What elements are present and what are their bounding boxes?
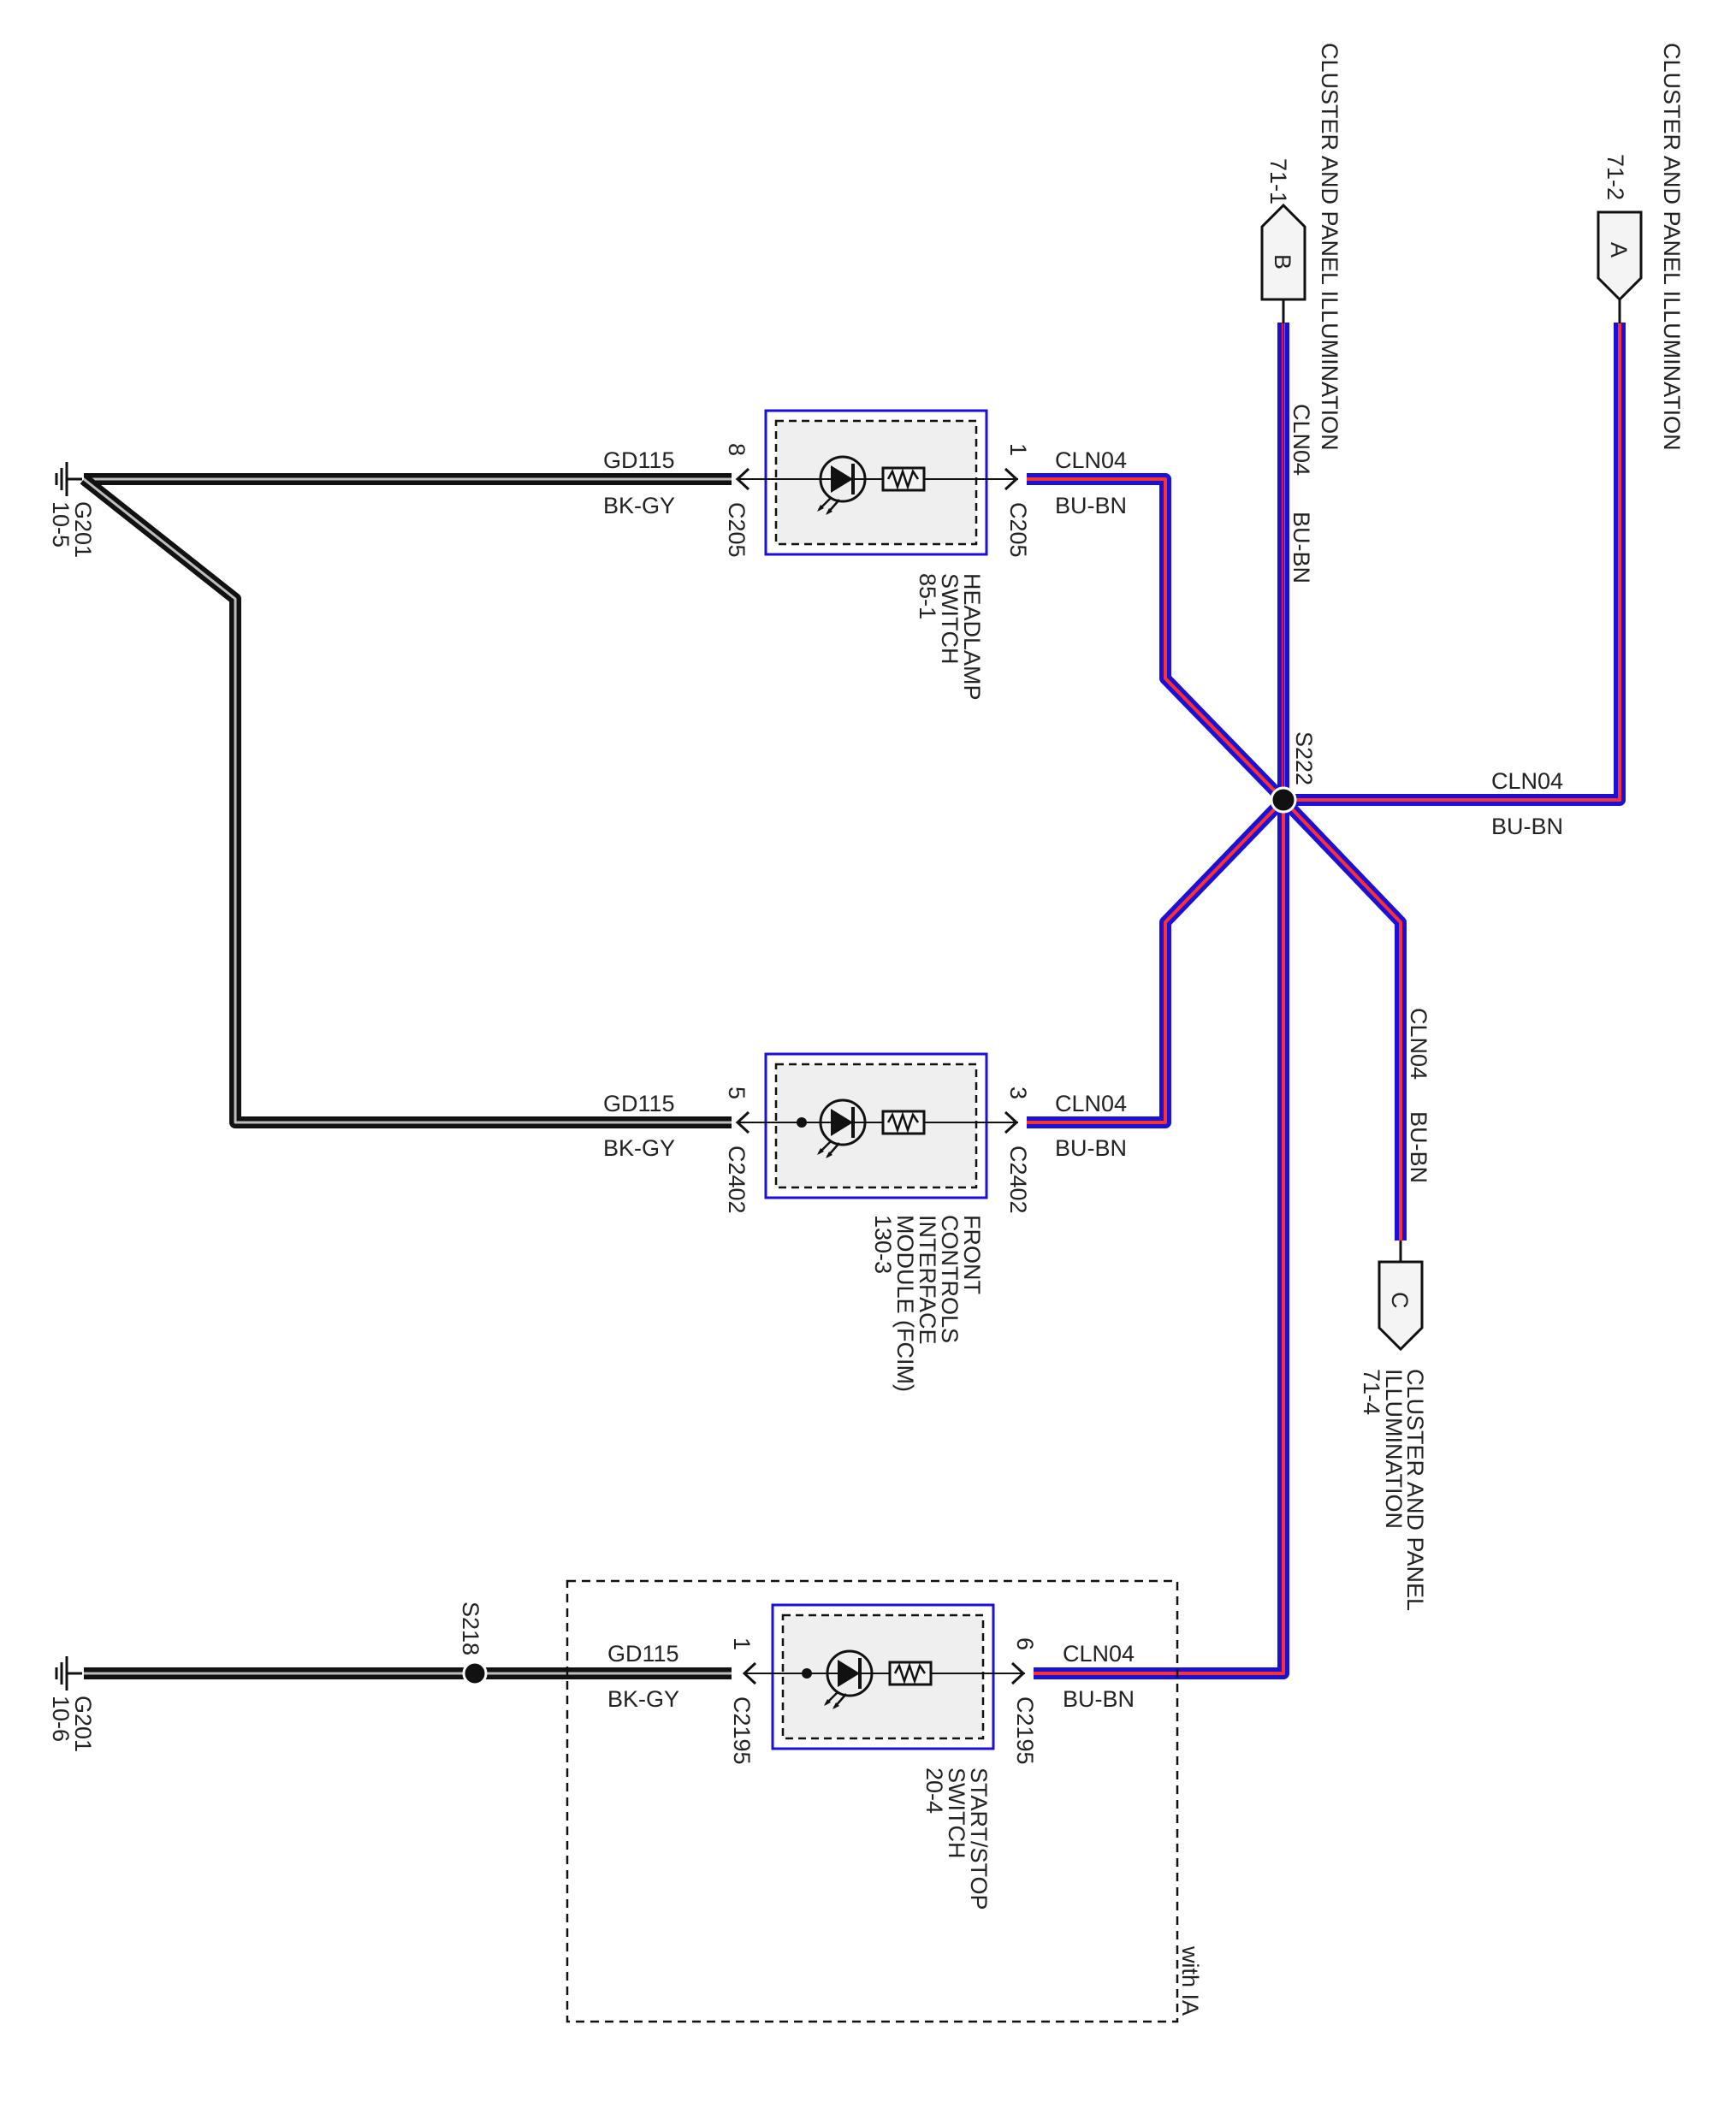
wire-color-label: BK-GY bbox=[603, 493, 675, 518]
component-name: START/STOP bbox=[966, 1767, 992, 1910]
component-ref: 130-3 bbox=[870, 1215, 896, 1274]
connector-c-dest-line1: CLUSTER AND PANEL bbox=[1402, 1369, 1428, 1611]
wire-color-label: BK-GY bbox=[607, 1686, 679, 1712]
option-box bbox=[566, 1579, 1179, 2023]
wire-color-label: BU-BN bbox=[1063, 1686, 1135, 1712]
connector-id: C2402 bbox=[1005, 1146, 1031, 1214]
pin-number: 1 bbox=[729, 1637, 755, 1650]
wire-circuit-label: CLN04 bbox=[1055, 447, 1127, 473]
component-ref: 85-1 bbox=[915, 573, 940, 619]
wire-circuit-label: CLN04 bbox=[1063, 1641, 1135, 1667]
ground-g2-name: G201 bbox=[70, 1696, 96, 1752]
ground-g1-ref: 10-5 bbox=[48, 501, 74, 548]
component-name: HEADLAMP bbox=[959, 573, 985, 701]
start-stop-switch bbox=[742, 1603, 1026, 1750]
connector-a-icon bbox=[1597, 210, 1643, 323]
connector-a-letter: A bbox=[1606, 242, 1632, 258]
connector-a-ref: 71-2 bbox=[1603, 154, 1628, 200]
pin-number: 1 bbox=[1005, 443, 1031, 456]
splice-s222-label: S222 bbox=[1291, 731, 1317, 785]
connector-c-ref: 71-4 bbox=[1359, 1369, 1384, 1415]
ground-icon bbox=[55, 462, 82, 496]
component-ref: 20-4 bbox=[921, 1767, 947, 1814]
wire-circuit-label: CLN04 bbox=[1406, 1008, 1431, 1080]
wire-color-label: BK-GY bbox=[603, 1135, 675, 1161]
component-name: SWITCH bbox=[944, 1767, 969, 1858]
connector-c-dest-line2: ILLUMINATION bbox=[1381, 1369, 1407, 1529]
wire-circuit-label: GD115 bbox=[603, 447, 675, 473]
pin-number: 6 bbox=[1012, 1637, 1038, 1650]
ground-g2-ref: 10-6 bbox=[48, 1696, 74, 1742]
connector-b-ref: 71-1 bbox=[1265, 158, 1291, 204]
resistor-icon bbox=[888, 1661, 933, 1686]
connector-b-dest: CLUSTER AND PANEL ILLUMINATION bbox=[1317, 43, 1342, 451]
component-name: MODULE (FCIM) bbox=[892, 1215, 918, 1392]
component-name: INTERFACE bbox=[915, 1215, 940, 1345]
splice-s218 bbox=[462, 1661, 488, 1686]
component-name: SWITCH bbox=[937, 573, 963, 664]
wire-circuit-label: CLN04 bbox=[1055, 1091, 1127, 1116]
fcim-module bbox=[735, 1052, 1019, 1199]
resistor-icon bbox=[881, 1110, 926, 1135]
wire-circuit-label: CLN04 bbox=[1289, 404, 1314, 476]
headlamp-switch bbox=[735, 409, 1019, 556]
resistor-icon bbox=[881, 466, 926, 492]
wire-circuit-label: CLN04 bbox=[1491, 768, 1563, 794]
wire-color-label: BU-BN bbox=[1289, 512, 1314, 583]
connector-a-dest: CLUSTER AND PANEL ILLUMINATION bbox=[1659, 43, 1685, 451]
wire-color-label: BU-BN bbox=[1055, 493, 1127, 518]
connector-id: C2195 bbox=[729, 1696, 755, 1765]
wire-color-label: BU-BN bbox=[1491, 814, 1563, 839]
component-name: FRONT bbox=[959, 1215, 985, 1294]
connector-id: C205 bbox=[1005, 502, 1031, 558]
connector-id: C205 bbox=[724, 502, 750, 558]
wire-color-label: BU-BN bbox=[1055, 1135, 1127, 1161]
illumination-wires bbox=[1027, 323, 1626, 1679]
wire-color-label: BU-BN bbox=[1406, 1111, 1431, 1183]
illum-wire-labels: CLN04 BU-BN CLN04 BU-BN CLN04 BU-BN CLN0… bbox=[1055, 404, 1563, 1712]
ground-g1-name: G201 bbox=[70, 501, 96, 558]
connector-c-letter: C bbox=[1387, 1292, 1413, 1309]
wire-circuit-label: GD115 bbox=[607, 1641, 679, 1667]
ground-wires bbox=[80, 473, 732, 1679]
option-label: with IA bbox=[1177, 1945, 1203, 2016]
connector-c-icon bbox=[1378, 1240, 1424, 1352]
ground-wire-labels: GD115 BK-GY GD115 BK-GY GD115 BK-GY bbox=[603, 447, 679, 1712]
wire-circuit-label: GD115 bbox=[603, 1091, 675, 1116]
splice-s222 bbox=[1270, 786, 1297, 814]
pin-number: 8 bbox=[724, 443, 750, 456]
connector-id: C2195 bbox=[1012, 1696, 1038, 1765]
component-name: CONTROLS bbox=[937, 1215, 963, 1343]
pin-number: 3 bbox=[1005, 1087, 1031, 1099]
ground-icon bbox=[55, 1656, 82, 1690]
connector-b-letter: B bbox=[1270, 254, 1295, 269]
connector-id: C2402 bbox=[724, 1146, 750, 1214]
connector-b-icon bbox=[1260, 203, 1306, 323]
pin-number: 5 bbox=[724, 1087, 750, 1099]
splice-s218-label: S218 bbox=[458, 1602, 483, 1655]
